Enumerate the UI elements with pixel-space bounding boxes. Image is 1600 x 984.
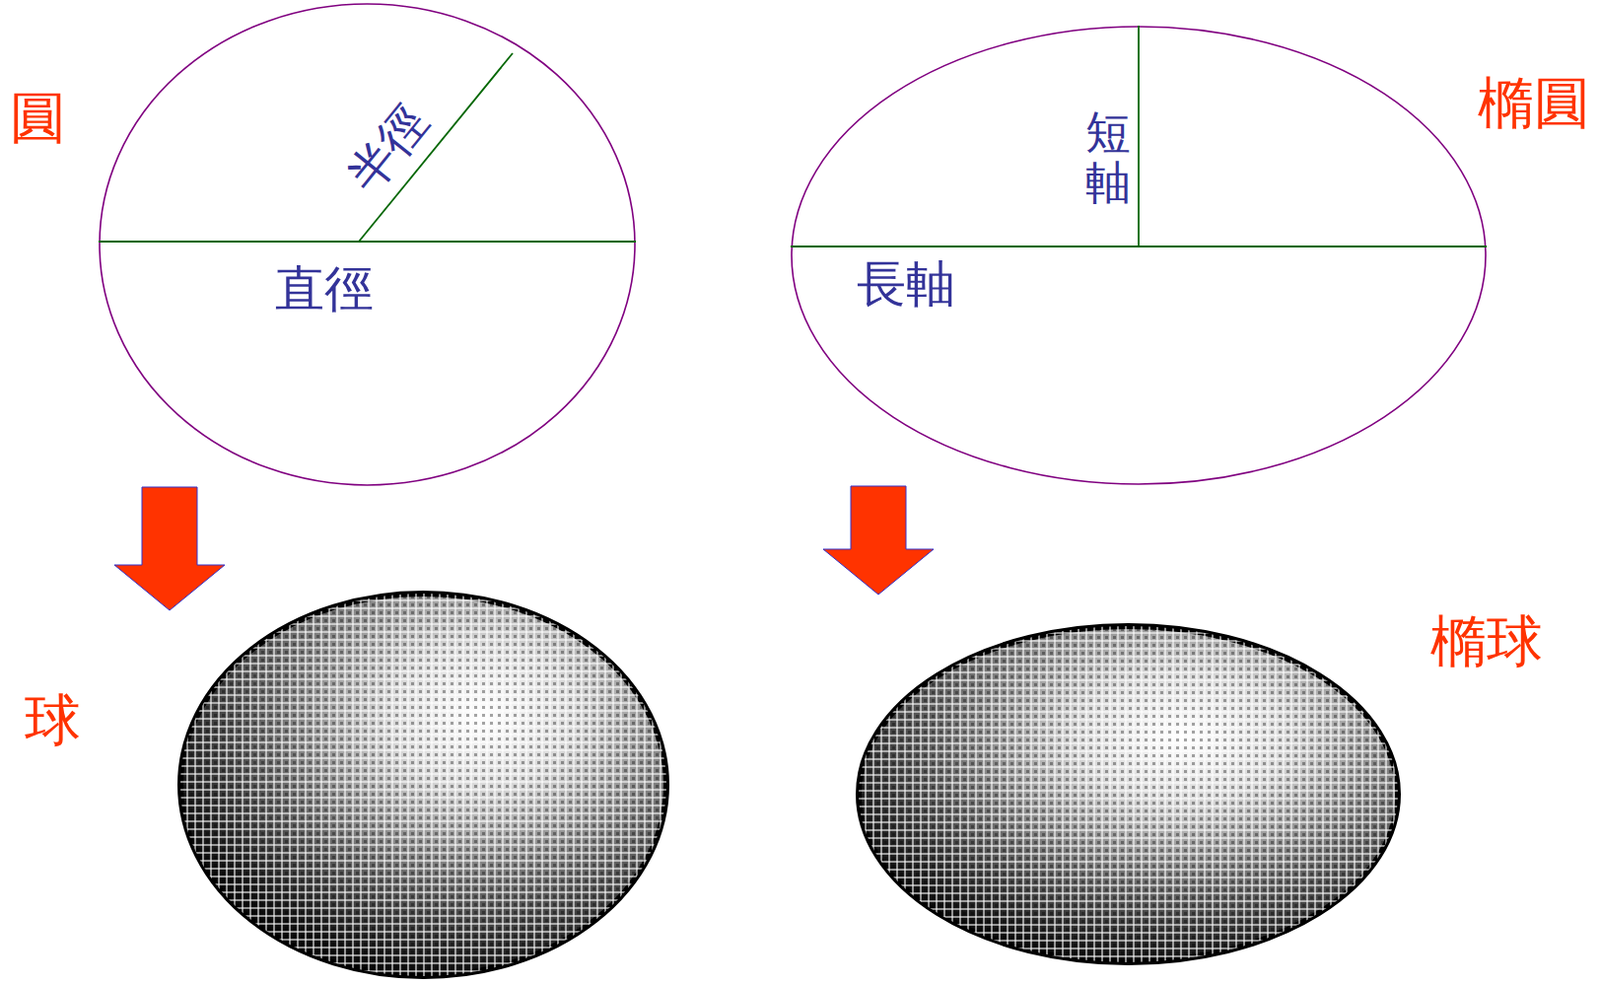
axis-line [1137,25,1140,247]
halftone-texture [858,626,1398,963]
circle-shape: 圓半徑直徑 [98,2,636,487]
ellipsoid-shape: 橢球 [856,624,1400,965]
outline [99,3,635,486]
shape-outline [98,2,636,487]
shape-outline [790,25,1487,486]
shaded-body [858,626,1398,963]
shape-title: 橢圓 [1477,74,1591,132]
sphere-shape: 球 [178,591,669,978]
shaded-body [180,593,667,976]
block-arrow [823,486,934,595]
shape-title: 橢球 [1430,613,1543,670]
halftone-texture [180,593,667,976]
shape-title: 圓 [9,89,67,146]
shape-outline [178,591,669,978]
shape-outline [856,624,1400,965]
shape-title: 球 [24,692,81,749]
minor-axis-label: 短軸 [1085,107,1131,208]
axis-line [98,240,636,243]
radius-label: 半徑 [339,96,436,201]
ellipse-shape: 橢圓短軸長軸 [790,25,1487,486]
major-axis-label: 長軸 [856,259,956,309]
diameter-label: 直徑 [275,264,374,314]
block-arrow [114,486,225,611]
outline [791,26,1486,485]
